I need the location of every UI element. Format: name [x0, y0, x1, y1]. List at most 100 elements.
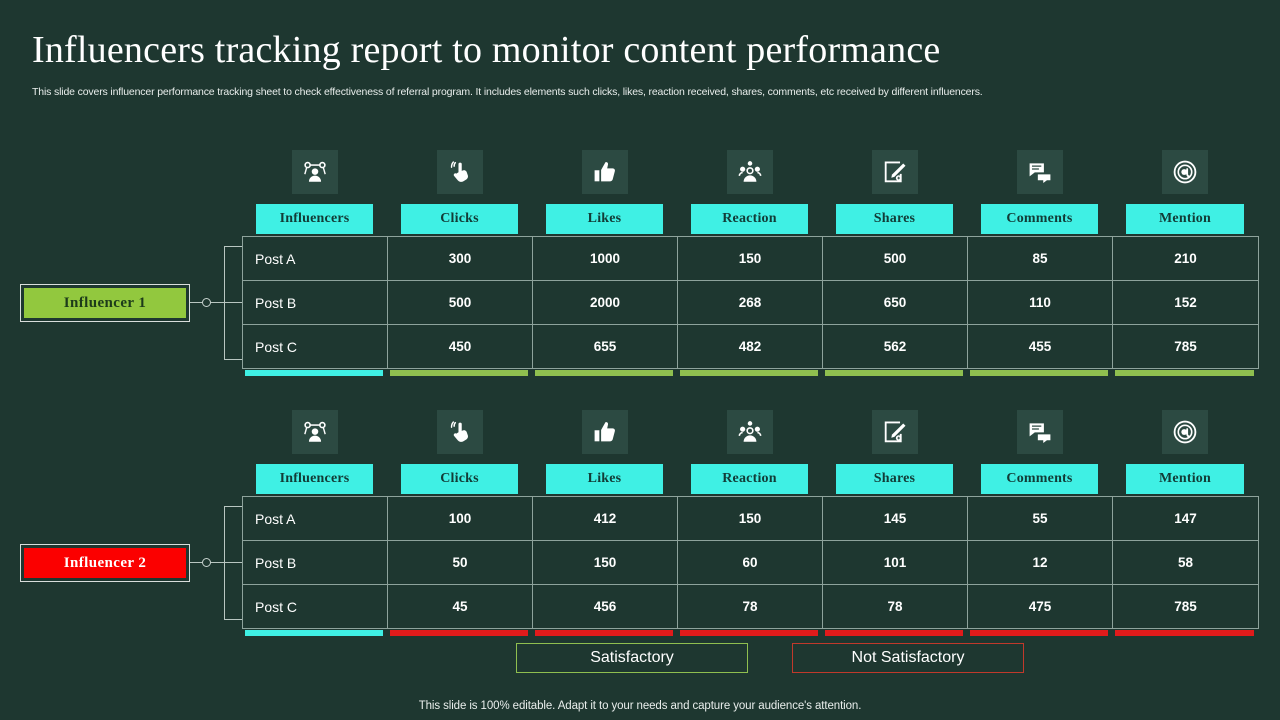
status-bar-row: [242, 370, 1258, 376]
post-name-cell: Post A: [242, 496, 388, 541]
metric-cell: 110: [967, 280, 1113, 325]
status-bar-segment: [825, 630, 963, 636]
at-mention-icon: [1162, 410, 1208, 454]
column-header-influencers[interactable]: Influencers: [256, 464, 373, 494]
column-header-reaction[interactable]: Reaction: [691, 204, 808, 234]
connector-line: [224, 359, 242, 360]
column-header-likes[interactable]: Likes: [546, 204, 663, 234]
comment-bubbles-icon: [1016, 150, 1063, 194]
page-subtitle: This slide covers influencer performance…: [32, 86, 983, 98]
bracket-connector-1: [190, 232, 242, 372]
metric-cell: 150: [677, 496, 823, 541]
column-header-row: Influencers Clicks Likes Reaction Shares Comm…: [242, 464, 1258, 494]
connector-line: [224, 619, 242, 620]
metric-cell: 655: [532, 324, 678, 369]
connector-node-icon: [202, 558, 211, 567]
metric-cell: 300: [387, 236, 533, 281]
metric-cell: 475: [967, 584, 1113, 629]
influencer-tag-label: Influencer 1: [24, 288, 186, 318]
metric-cell: 785: [1112, 324, 1259, 369]
metric-icon-row: [242, 408, 1258, 456]
column-header-shares[interactable]: Shares: [836, 464, 953, 494]
metric-cell: 45: [387, 584, 533, 629]
metric-cell: 455: [967, 324, 1113, 369]
metric-cell: 150: [532, 540, 678, 585]
comment-bubbles-icon: [1016, 410, 1063, 454]
legend-satisfactory[interactable]: Satisfactory: [516, 643, 748, 673]
connector-node-icon: [202, 298, 211, 307]
edit-share-icon: [871, 150, 918, 194]
metric-cell: 500: [387, 280, 533, 325]
influencer-tag-1[interactable]: Influencer 1: [20, 284, 190, 322]
metric-cell: 145: [822, 496, 968, 541]
post-name-cell: Post C: [242, 324, 388, 369]
at-mention-icon: [1162, 150, 1208, 194]
post-name-cell: Post B: [242, 540, 388, 585]
influencer-group-icon: [291, 150, 338, 194]
status-bar-segment: [680, 370, 818, 376]
post-name-cell: Post B: [242, 280, 388, 325]
influencer-tag-label: Influencer 2: [24, 548, 186, 578]
metric-cell: 210: [1112, 236, 1259, 281]
metric-cell: 456: [532, 584, 678, 629]
connector-line: [224, 506, 242, 507]
column-header-row: Influencers Clicks Likes Reaction Shares Comm…: [242, 204, 1258, 234]
metric-cell: 500: [822, 236, 968, 281]
click-hand-icon: [436, 150, 483, 194]
column-header-clicks[interactable]: Clicks: [401, 204, 518, 234]
connector-line: [190, 302, 202, 303]
post-name-cell: Post C: [242, 584, 388, 629]
connector-line: [224, 302, 242, 303]
status-bar-segment: [535, 630, 673, 636]
metric-cell: 268: [677, 280, 823, 325]
metric-cell: 152: [1112, 280, 1259, 325]
reaction-people-icon: [726, 410, 773, 454]
column-header-reaction[interactable]: Reaction: [691, 464, 808, 494]
status-bar-segment: [245, 630, 383, 636]
column-header-mention[interactable]: Mention: [1126, 204, 1244, 234]
status-bar-segment: [390, 370, 528, 376]
status-bar-segment: [1115, 630, 1254, 636]
status-bar-segment: [390, 630, 528, 636]
thumbs-up-icon: [581, 410, 628, 454]
metric-icon-row: [242, 148, 1258, 196]
column-header-comments[interactable]: Comments: [981, 204, 1098, 234]
metric-cell: 412: [532, 496, 678, 541]
connector-line: [224, 246, 242, 247]
legend-not-satisfactory[interactable]: Not Satisfactory: [792, 643, 1024, 673]
metric-cell: 85: [967, 236, 1113, 281]
status-bar-segment: [680, 630, 818, 636]
column-header-influencers[interactable]: Influencers: [256, 204, 373, 234]
metric-cell: 50: [387, 540, 533, 585]
connector-line: [224, 562, 242, 563]
metric-cell: 785: [1112, 584, 1259, 629]
slide-footer: This slide is 100% editable. Adapt it to…: [418, 700, 862, 712]
metric-cell: 1000: [532, 236, 678, 281]
metric-cell: 650: [822, 280, 968, 325]
column-header-comments[interactable]: Comments: [981, 464, 1098, 494]
influencer-group-icon: [291, 410, 338, 454]
post-name-cell: Post A: [242, 236, 388, 281]
metric-cell: 147: [1112, 496, 1259, 541]
column-header-shares[interactable]: Shares: [836, 204, 953, 234]
status-bar-segment: [825, 370, 963, 376]
metric-cell: 100: [387, 496, 533, 541]
column-header-mention[interactable]: Mention: [1126, 464, 1244, 494]
metric-cell: 60: [677, 540, 823, 585]
connector-line: [211, 562, 224, 563]
connector-line: [211, 302, 224, 303]
column-header-likes[interactable]: Likes: [546, 464, 663, 494]
metric-cell: 450: [387, 324, 533, 369]
column-header-clicks[interactable]: Clicks: [401, 464, 518, 494]
bracket-connector-2: [190, 492, 242, 632]
status-bar-segment: [245, 370, 383, 376]
influencer-tag-2[interactable]: Influencer 2: [20, 544, 190, 582]
